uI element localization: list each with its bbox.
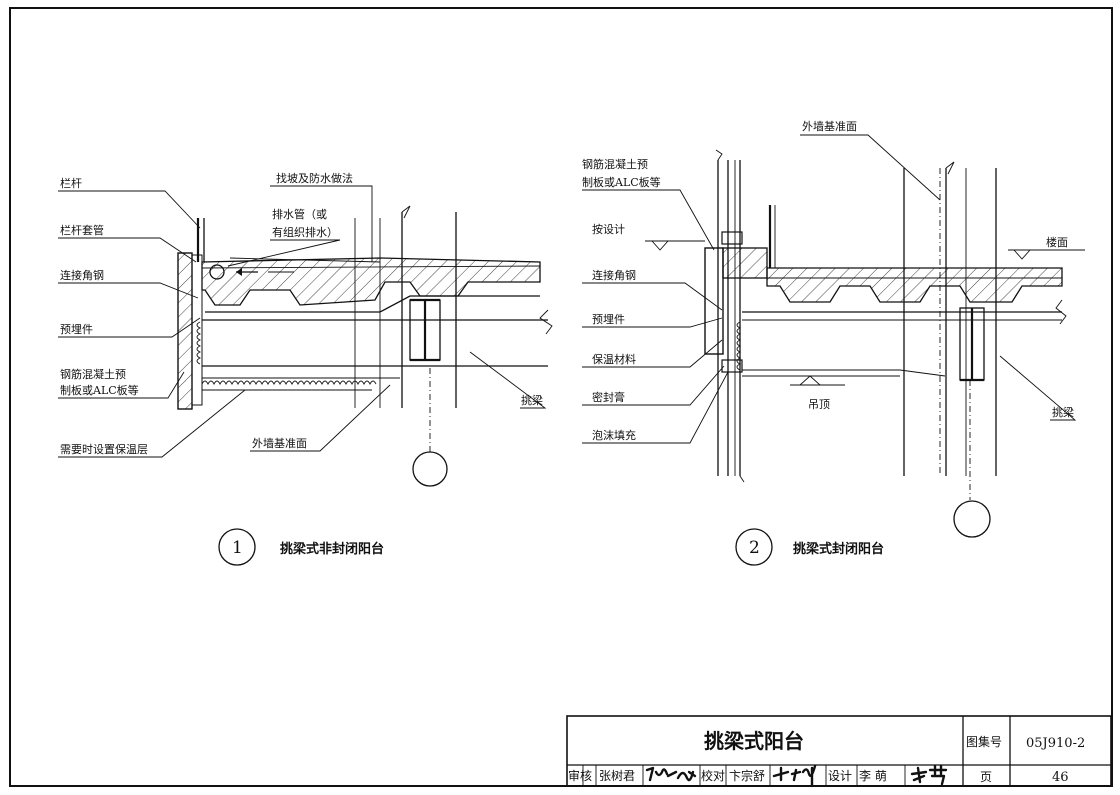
sheet-title: 挑梁式阳台 [704, 729, 804, 753]
label-cantilever-beam-2: 挑梁 [1052, 405, 1074, 419]
balcony-slab [201, 257, 541, 313]
detail-2-caption: 挑梁式封闭阳台 [793, 541, 884, 557]
enclosure-panel-2 [704, 231, 768, 373]
wall-section-1 [196, 205, 457, 487]
page-number: 46 [1052, 770, 1069, 785]
cantilever-beam-1 [202, 298, 553, 367]
label-embedded-part-2: 预埋件 [592, 313, 625, 326]
label-angle-steel-2: 连接角钢 [592, 269, 636, 282]
label-precast-line2: 制板或ALC板等 [60, 383, 139, 397]
floor-slab-2 [736, 267, 1067, 538]
designer-name: 李 萌 [859, 768, 887, 783]
detail-1-number: 1 [232, 538, 243, 558]
label-railing-sleeve: 栏杆套管 [60, 223, 104, 237]
label-wall-datum: 外墙基准面 [252, 436, 307, 450]
label-drain-line1: 排水管（或 [272, 207, 327, 221]
label-sealant: 密封膏 [592, 390, 625, 404]
label-cantilever-beam: 挑梁 [521, 393, 543, 407]
sheet-border [9, 7, 1113, 787]
checker-signature [772, 764, 817, 788]
label-insulation-material: 保温材料 [592, 352, 636, 366]
label-angle-steel: 连接角钢 [60, 269, 104, 282]
design-label: 设计 [828, 769, 852, 783]
detail-2: 外墙基准面 钢筋混凝土预 制板或ALC板等 按设计 连接角钢 预埋件 保温材料 … [582, 119, 1085, 566]
label-insulation: 需要时设置保温层 [60, 442, 148, 456]
check-label: 校对 [701, 768, 725, 783]
label-railing: 栏杆 [60, 176, 82, 190]
page-label: 页 [980, 770, 992, 784]
detail-1-number-circle [218, 528, 256, 566]
label-floor-level: 楼面 [1046, 235, 1068, 249]
reviewer-name: 张树君 [599, 768, 635, 783]
label-precast-line2-2: 制板或ALC板等 [582, 175, 661, 189]
review-label: 审核 [568, 768, 592, 783]
label-foam-fill: 泡沫填充 [592, 428, 636, 442]
detail-1: 栏杆 栏杆套管 连接角钢 预埋件 钢筋混凝土预 制板或ALC板等 需要时设置保温… [58, 171, 553, 566]
detail-2-number-circle [735, 528, 773, 566]
label-embedded-part: 预埋件 [60, 323, 93, 336]
exterior-wall-2 [715, 149, 997, 483]
detail-2-grid-axis-bubble [953, 500, 991, 538]
label-precast-line1-2: 钢筋混凝土预 [582, 157, 648, 171]
label-wall-datum-2: 外墙基准面 [802, 119, 857, 133]
checker-name: 卞宗舒 [729, 768, 765, 783]
reviewer-signature [645, 766, 697, 782]
title-block: 挑梁式阳台 图集号 05J910-2 页 46 审核 张树君 校对 卞宗舒 设计… [566, 715, 1112, 788]
atlas-label: 图集号 [966, 734, 1002, 749]
detail-2-number: 2 [749, 538, 760, 558]
level-markers-2 [645, 240, 1085, 386]
label-by-design: 按设计 [592, 222, 625, 236]
detail-1-caption: 挑梁式非封闭阳台 [280, 541, 384, 557]
designer-signature [910, 764, 948, 786]
atlas-number: 05J910-2 [1026, 736, 1085, 751]
detail-2-leaders [582, 134, 1077, 444]
label-ceiling: 吊顶 [808, 398, 830, 411]
parapet-board [177, 218, 205, 410]
detail-1-leaders [58, 185, 547, 458]
label-slope-waterproof: 找坡及防水做法 [276, 171, 353, 185]
label-precast-line1: 钢筋混凝土预 [60, 367, 126, 381]
label-drain-line2: 有组织排水） [272, 225, 338, 239]
detail-1-grid-axis-bubble [412, 451, 448, 487]
